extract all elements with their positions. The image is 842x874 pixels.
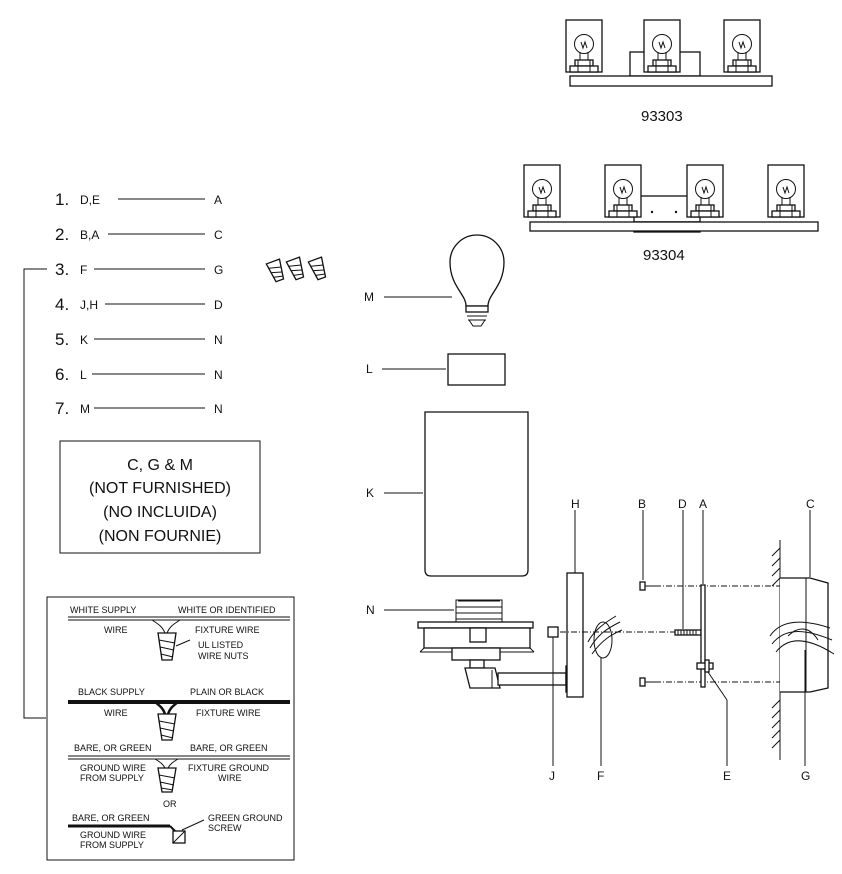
wiring-label: FIXTURE WIRE — [195, 625, 260, 635]
wiring-label: WIRE — [218, 773, 242, 783]
part-c-outlet-box — [771, 540, 829, 760]
wiring-label: GREEN GROUND — [208, 813, 283, 823]
step-right-part: D — [214, 298, 223, 312]
part-b-mounting-screws — [639, 581, 655, 687]
wiring-label: WIRE — [104, 625, 128, 635]
not-furnished-note: C, G & M (NOT FURNISHED) (NO INCLUIDA) (… — [59, 440, 261, 554]
step-right-part: G — [214, 263, 223, 277]
part-l — [447, 353, 506, 386]
step-number: 5. — [55, 330, 69, 349]
wiring-label: BARE, OR GREEN — [190, 743, 268, 753]
step-number: 4. — [55, 295, 69, 314]
step-number: 3. — [55, 260, 69, 279]
model-number-93304: 93304 — [643, 247, 685, 264]
part-k-glass-shade — [424, 411, 529, 577]
wiring-label: GROUND WIRE — [80, 830, 146, 840]
part-m-bulb — [449, 234, 505, 327]
step-2: 2. B,A C — [55, 225, 223, 244]
wiring-label: BLACK SUPPLY — [78, 687, 145, 697]
wiring-label: FIXTURE WIRE — [196, 708, 261, 718]
wiring-label: GROUND WIRE — [80, 763, 146, 773]
wiring-label: BARE, OR GREEN — [74, 743, 152, 753]
step-7: 7. M N — [55, 399, 223, 418]
wiring-label: WIRE — [104, 708, 128, 718]
part-label-e: E — [723, 769, 731, 783]
part-g-supply-wires — [769, 621, 835, 655]
part-label-g: G — [801, 769, 810, 783]
step-left-part: L — [80, 368, 87, 382]
step-left-part: K — [80, 333, 88, 347]
part-label-l: L — [366, 362, 373, 376]
step-left-part: J,H — [80, 298, 98, 312]
step-left-part: M — [80, 402, 90, 416]
step-3-bracket-line — [23, 268, 47, 719]
part-label-d: D — [678, 497, 687, 511]
step-right-part: A — [214, 193, 222, 207]
model-93303-fixture — [565, 19, 773, 87]
model-93304-fixture — [523, 164, 819, 233]
ground-screw-icon — [172, 830, 186, 844]
step-right-part: N — [214, 402, 223, 416]
step-left-part: D,E — [80, 193, 100, 207]
wiring-label: OR — [163, 799, 177, 809]
wiring-label: PLAIN OR BLACK — [190, 687, 264, 697]
note-line: (NOT FURNISHED) — [89, 480, 231, 497]
note-line: (NON FOURNIE) — [99, 528, 222, 545]
note-line: C, G & M — [127, 457, 193, 474]
step-number: 1. — [55, 190, 69, 209]
part-h-backplate — [566, 572, 584, 698]
wiring-label: WHITE SUPPLY — [70, 605, 136, 615]
step-3: 3. F G — [55, 260, 223, 279]
part-d-threaded-nipple — [674, 629, 702, 636]
step-right-part: C — [214, 228, 223, 242]
wiring-label: FROM SUPPLY — [80, 773, 144, 783]
step-4: 4. J,H D — [55, 295, 223, 314]
part-label-h: H — [571, 497, 580, 511]
part-label-c: C — [806, 497, 815, 511]
wiring-label: UL LISTED — [198, 640, 244, 650]
fixture-arm — [497, 665, 573, 693]
wiring-label: FIXTURE GROUND — [188, 763, 270, 773]
part-label-n: N — [366, 603, 375, 617]
wiring-label: WIRE NUTS — [198, 651, 249, 661]
wiring-label: FROM SUPPLY — [80, 840, 144, 850]
wire-nuts-icon — [265, 256, 327, 283]
wiring-label: SCREW — [208, 823, 242, 833]
step-6: 6. L N — [55, 365, 223, 384]
part-j — [547, 626, 559, 638]
step-number: 6. — [55, 365, 69, 384]
step-left-part: F — [80, 263, 87, 277]
part-label-b: B — [638, 497, 646, 511]
wiring-instructions-box: WHITE SUPPLY WHITE OR IDENTIFIED WIRE FI… — [46, 596, 295, 861]
part-label-j: J — [549, 769, 555, 783]
model-number-93303: 93303 — [641, 108, 683, 125]
step-5: 5. K N — [55, 330, 223, 349]
wiring-label: WHITE OR IDENTIFIED — [178, 605, 276, 615]
step-right-part: N — [214, 368, 223, 382]
part-e-ground-screw — [696, 659, 714, 673]
step-right-part: N — [214, 333, 223, 347]
step-left-part: B,A — [80, 228, 99, 242]
part-a-crossbar — [700, 584, 706, 688]
part-label-m: M — [364, 290, 374, 304]
step-number: 2. — [55, 225, 69, 244]
part-label-f: F — [597, 769, 604, 783]
part-label-a: A — [699, 497, 707, 511]
step-number: 7. — [55, 399, 69, 418]
wiring-label: BARE, OR GREEN — [72, 813, 150, 823]
part-n-socket — [417, 599, 535, 689]
part-f-fixture-wires — [587, 615, 623, 659]
part-label-k: K — [366, 486, 374, 500]
note-line: (NO INCLUIDA) — [103, 504, 217, 521]
step-1: 1. D,E A — [55, 190, 222, 209]
